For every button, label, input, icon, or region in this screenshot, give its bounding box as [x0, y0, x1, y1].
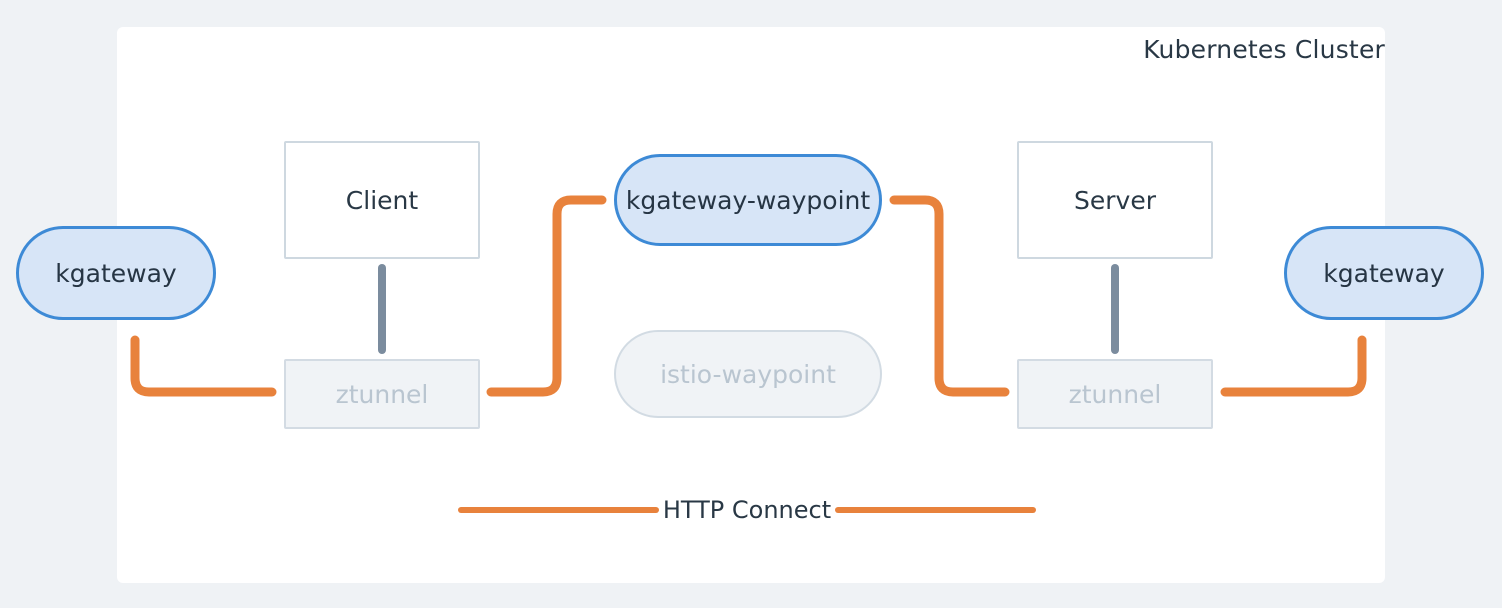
node-kgateway-waypoint[interactable]: kgateway-waypoint: [614, 154, 882, 246]
node-kgateway-right[interactable]: kgateway: [1284, 226, 1484, 320]
node-server-label: Server: [1074, 185, 1156, 215]
node-kgateway-waypoint-label: kgateway-waypoint: [625, 185, 871, 215]
node-kgateway-left[interactable]: kgateway: [16, 226, 216, 320]
legend-line-right: [835, 507, 1036, 513]
node-ztunnel-left-label: ztunnel: [335, 379, 429, 409]
node-istio-waypoint-label: istio-waypoint: [660, 359, 836, 389]
node-kgateway-left-label: kgateway: [55, 258, 177, 288]
legend-label: HTTP Connect: [662, 496, 832, 524]
legend-line-left: [458, 507, 659, 513]
node-ztunnel-right[interactable]: ztunnel: [1017, 359, 1213, 429]
node-server[interactable]: Server: [1017, 141, 1213, 259]
node-kgateway-right-label: kgateway: [1323, 258, 1445, 288]
legend-http-connect: HTTP Connect: [458, 493, 1036, 527]
node-ztunnel-right-label: ztunnel: [1068, 379, 1162, 409]
node-client[interactable]: Client: [284, 141, 480, 259]
cluster-title: Kubernetes Cluster: [1143, 35, 1385, 64]
node-client-label: Client: [345, 185, 419, 215]
node-ztunnel-left[interactable]: ztunnel: [284, 359, 480, 429]
node-istio-waypoint[interactable]: istio-waypoint: [614, 330, 882, 418]
kubernetes-cluster-container: Kubernetes Cluster: [117, 27, 1385, 583]
